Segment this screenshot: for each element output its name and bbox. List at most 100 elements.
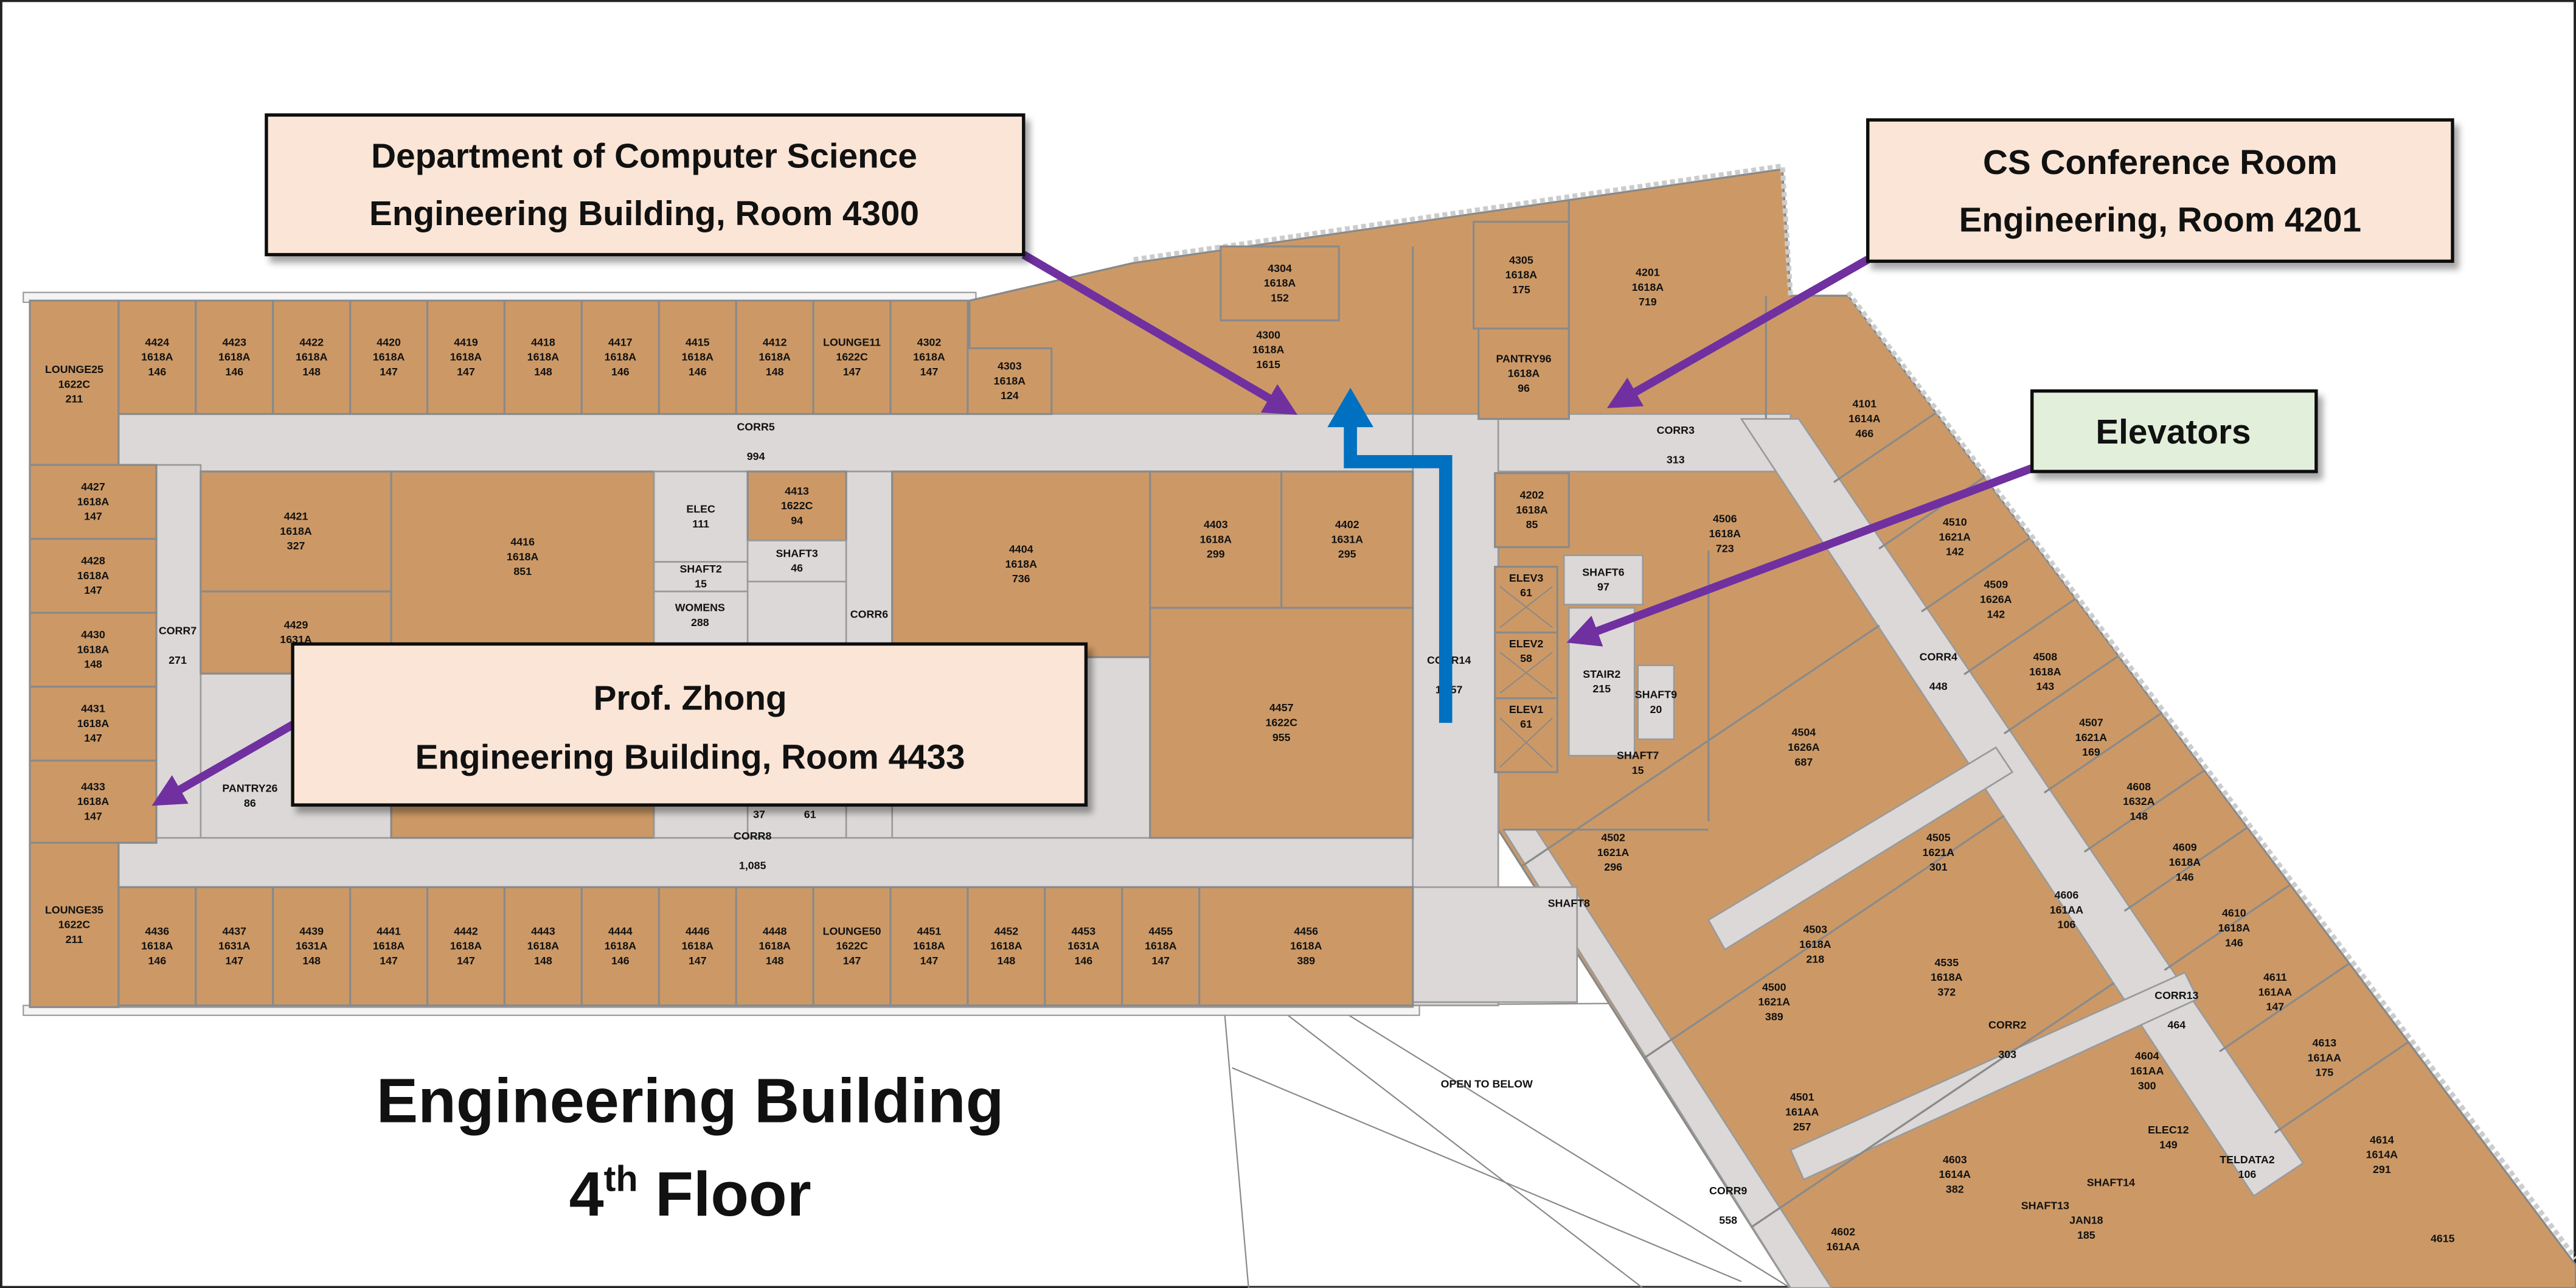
room-4446-label-line: 4446 xyxy=(686,925,710,937)
corridor-label-line: CORR7 xyxy=(159,624,196,636)
room-shaft8[interactable]: SHAFT8 xyxy=(1548,897,1590,910)
room-shaft14[interactable]: SHAFT14 xyxy=(2087,1177,2135,1189)
room-4614-label-line: 4614 xyxy=(2370,1133,2394,1146)
room-4442-label-line: 147 xyxy=(457,955,475,967)
room-s61[interactable]: 61 xyxy=(804,809,816,821)
room-open[interactable]: OPEN TO BELOW xyxy=(1441,1078,1533,1090)
room-4419-label-line: 1618A xyxy=(450,351,482,363)
room-shaft13[interactable]: SHAFT13 xyxy=(2021,1199,2069,1211)
room-4615[interactable]: 4615 xyxy=(2431,1232,2455,1244)
callout-4300-line2: Engineering Building, Room 4300 xyxy=(369,195,919,233)
room-s37[interactable]: 37 xyxy=(753,809,765,821)
